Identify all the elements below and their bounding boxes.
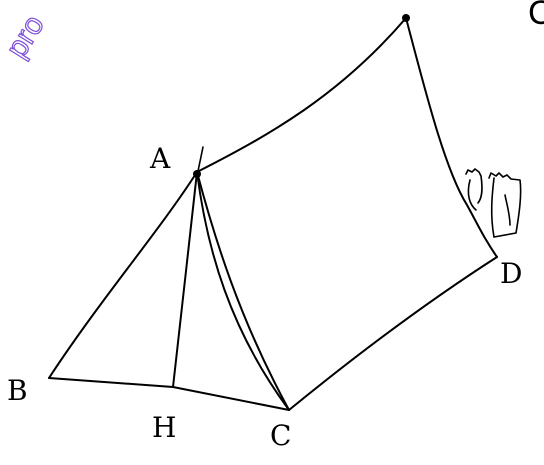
edge-B-H bbox=[48, 377, 174, 388]
edge-D-C bbox=[288, 256, 498, 411]
edge-A-B bbox=[48, 171, 198, 379]
edge-A-C bbox=[196, 171, 290, 411]
label-D: D bbox=[500, 257, 522, 290]
edge-A-H bbox=[172, 171, 198, 388]
corner-fragment: C bbox=[528, 0, 544, 32]
feet-icon bbox=[465, 168, 522, 238]
edge-top-D bbox=[405, 17, 498, 258]
label-H: H bbox=[152, 411, 176, 444]
label-C: C bbox=[270, 419, 291, 452]
edge-H-C bbox=[172, 386, 290, 411]
edge-A-C-inner bbox=[196, 171, 290, 411]
point-top-dot bbox=[402, 14, 410, 22]
point-A-dot bbox=[193, 170, 201, 178]
label-A: A bbox=[149, 142, 171, 175]
label-B: B bbox=[7, 374, 28, 407]
watermark-text: pro bbox=[0, 9, 51, 63]
edge-A-top bbox=[196, 17, 407, 173]
